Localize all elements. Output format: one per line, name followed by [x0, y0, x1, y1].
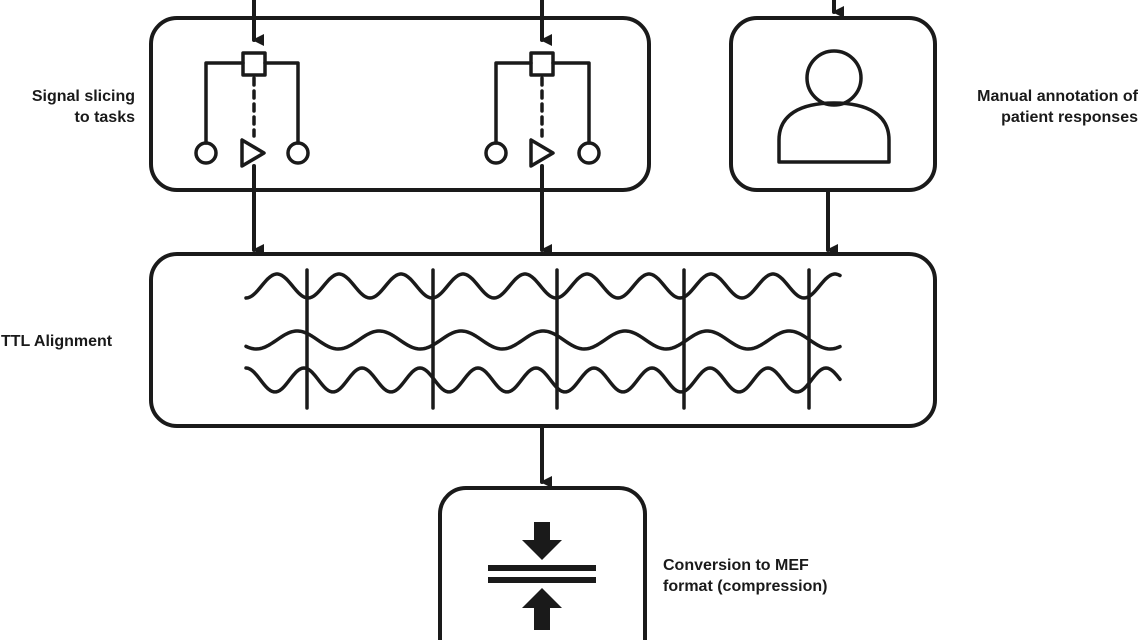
label-ttl-alignment: TTL Alignment [1, 331, 112, 352]
switch-icon [484, 51, 601, 168]
label-line: patient responses [1001, 109, 1138, 126]
label-line: format (compression) [663, 578, 828, 595]
manual-annotation-box [729, 16, 937, 192]
label-line: Signal slicing [31, 88, 135, 105]
compression-icon [488, 522, 596, 630]
label-line: Conversion to MEF [663, 557, 809, 574]
label-line: Manual annotation of [977, 88, 1138, 105]
signal-slicing-box [149, 16, 651, 192]
label-conversion: Conversion to MEF format (compression) [663, 555, 827, 597]
label-line: to tasks [74, 109, 135, 126]
conversion-box [438, 486, 647, 640]
person-icon [777, 49, 891, 164]
label-manual-annotation: Manual annotation of patient responses [977, 86, 1138, 128]
switch-icon [194, 51, 310, 168]
waveform-icon [244, 268, 842, 410]
label-line: TTL Alignment [1, 333, 113, 350]
label-signal-slicing: Signal slicing to tasks [32, 86, 135, 128]
